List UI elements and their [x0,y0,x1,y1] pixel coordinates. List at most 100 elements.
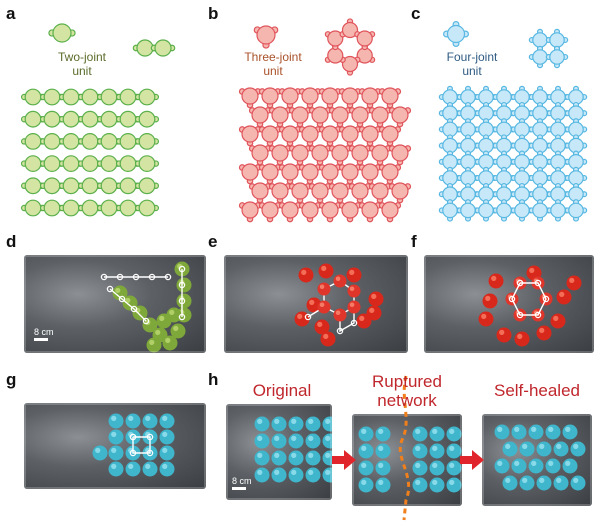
joint-marker [304,313,312,321]
four-joint-label-line1: Four-joint [446,50,498,64]
three-joint-network-unit [378,201,402,223]
unit-body [24,199,42,217]
blue-ball [412,477,428,493]
ball-highlight [159,315,165,321]
ball-highlight [325,418,331,424]
blue-ball [271,433,287,449]
ball-highlight [257,418,263,424]
scale-bar-d-text: 8 cm [34,327,54,337]
three-joint-network-unit [318,201,342,223]
ball-highlight [415,428,421,434]
red-ball [320,331,336,347]
unit-body [136,39,154,57]
ball-highlight [548,460,554,466]
blue-ball [358,443,374,459]
blue-ball [288,450,304,466]
ball-highlight [319,284,325,289]
red-ball [496,327,512,343]
ball-highlight [415,445,421,451]
blue-ball [254,433,270,449]
blue-ball [288,416,304,432]
red-ball [298,267,314,283]
ball-highlight [497,460,503,466]
two-joint-chain-unit [134,199,160,217]
blue-ball [305,467,321,483]
ball-highlight [449,445,455,451]
blue-ball [375,426,391,442]
unit-body [549,49,565,65]
two-joint-label-line2: unit [72,64,92,78]
blue-ball [108,429,124,445]
three-joint-network-unit [358,163,382,185]
red-hexagon-highlight [508,279,550,319]
ball-highlight [149,339,155,345]
four-joint-network-unit [438,199,462,222]
ball-highlight [317,321,323,327]
unit-body [24,110,42,128]
unit-body [241,163,259,181]
blue-ball [375,460,391,476]
photo-h-ruptured [352,414,462,506]
unit-body [331,182,349,200]
four-joint-network-unit [438,150,462,174]
unit-body [341,201,359,219]
two-joint-pair-right [150,39,176,57]
ball-highlight [297,313,303,319]
blue-ball [553,475,569,491]
unit-body [100,88,118,106]
unit-body [43,177,61,195]
blue-ball [511,458,527,474]
blue-ball [254,416,270,432]
ball-highlight [349,286,355,291]
ball-highlight [573,477,579,483]
blue-ball [511,424,527,440]
unit-body [281,125,299,143]
blue-ball [322,450,332,466]
unit-body [371,106,389,124]
container-edge [226,404,332,500]
ball-highlight [257,469,263,475]
unit-body [100,177,118,195]
unit-body [291,144,309,162]
panel-label-d: d [6,232,17,251]
ball-highlight [378,462,384,468]
unit-body [100,155,118,173]
panel-label-g: g [6,370,17,389]
blue-ball [375,443,391,459]
green-ball [162,335,178,351]
unit-body [442,202,458,219]
ball-highlight [323,333,329,339]
unit-body [81,177,99,195]
photo-f [424,255,594,353]
joint-marker [148,273,156,281]
three-joint-network-unit [258,163,282,185]
three-joint-network-unit [338,163,362,185]
ball-highlight [145,447,151,453]
joint-marker [129,449,137,457]
ball-highlight [325,452,331,458]
photo-h-ruptured-content [358,426,462,493]
ball-highlight [481,313,487,319]
unit-body [532,32,548,48]
ball-highlight [573,443,579,449]
red-ball [514,331,530,347]
three-joint-label-line1: Three-joint [244,50,302,64]
three-joint-network-unit [338,201,362,223]
three-joint-network-unit [368,144,392,166]
blue-ball [358,426,374,442]
joint-marker [516,279,524,287]
ball-highlight [491,275,497,281]
ball-highlight [128,431,134,437]
ball-highlight [553,315,559,321]
joint-marker [178,265,186,273]
unit-body [331,144,349,162]
unit-body [311,106,329,124]
ball-highlight [378,479,384,485]
ball-highlight [145,431,151,437]
blue-ball [429,443,445,459]
three-joint-network-unit [278,125,302,147]
ball-highlight [128,415,134,421]
unit-body [62,88,80,106]
unit-body [119,110,137,128]
unit-body [351,144,369,162]
